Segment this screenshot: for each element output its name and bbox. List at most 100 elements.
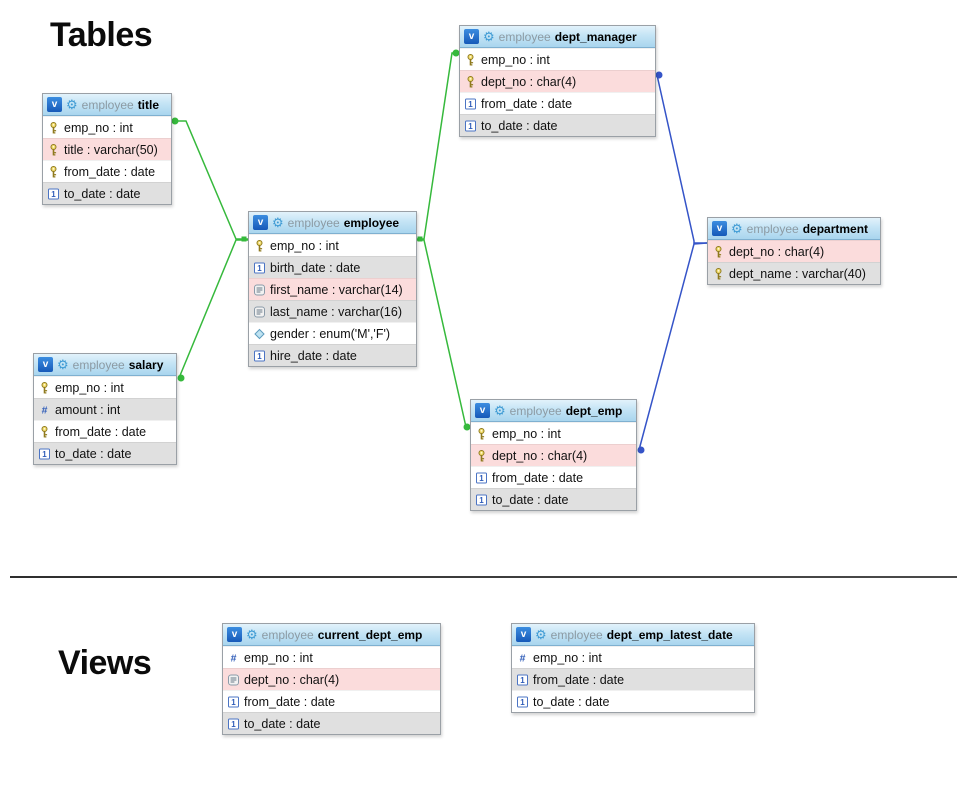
- column-row[interactable]: 1 to_date : date: [460, 114, 655, 136]
- date-icon: 1: [253, 262, 265, 274]
- number-icon: #: [38, 404, 50, 415]
- column-row[interactable]: dept_no : char(4): [471, 444, 636, 466]
- column-label: gender : enum('M','F'): [270, 326, 391, 341]
- views-heading: Views: [58, 644, 152, 682]
- gear-icon: ⚙: [483, 29, 495, 44]
- svg-text:1: 1: [51, 190, 56, 199]
- column-row[interactable]: from_date : date: [43, 160, 171, 182]
- column-row[interactable]: dept_no : char(4): [460, 70, 655, 92]
- text-icon: [227, 674, 239, 686]
- table-name: department: [802, 221, 869, 236]
- column-row[interactable]: gender : enum('M','F'): [249, 322, 416, 344]
- view-badge: v: [464, 29, 479, 44]
- column-row[interactable]: dept_no : char(4): [708, 240, 880, 262]
- relationship-line[interactable]: [656, 74, 707, 244]
- column-label: last_name : varchar(16): [270, 304, 403, 319]
- column-row[interactable]: dept_no : char(4): [223, 668, 440, 690]
- schema-label: employee: [746, 221, 799, 236]
- date-icon: 1: [227, 696, 239, 708]
- key-icon: [464, 53, 476, 66]
- gear-icon: ⚙: [246, 627, 258, 642]
- key-icon: [475, 449, 487, 462]
- key-icon: [253, 239, 265, 252]
- relationship-endpoint: [417, 236, 423, 242]
- schema-label: employee: [498, 29, 551, 44]
- svg-text:1: 1: [479, 496, 484, 505]
- svg-text:1: 1: [468, 122, 473, 131]
- relationship-line[interactable]: [173, 120, 248, 240]
- svg-text:1: 1: [468, 100, 473, 109]
- svg-text:1: 1: [257, 264, 262, 273]
- table-name: dept_emp_latest_date: [606, 627, 733, 642]
- column-label: from_date : date: [64, 164, 156, 179]
- column-row[interactable]: #emp_no : int: [223, 646, 440, 668]
- column-label: dept_no : char(4): [729, 244, 825, 259]
- relationship-endpoint: [241, 236, 247, 242]
- relationship-line[interactable]: [417, 239, 470, 428]
- column-label: first_name : varchar(14): [270, 282, 403, 297]
- column-row[interactable]: #amount : int: [34, 398, 176, 420]
- view-badge: v: [712, 221, 727, 236]
- column-label: emp_no : int: [481, 52, 550, 67]
- relationship-endpoint: [637, 446, 645, 454]
- column-row[interactable]: first_name : varchar(14): [249, 278, 416, 300]
- column-row[interactable]: dept_name : varchar(40): [708, 262, 880, 284]
- column-label: to_date : date: [481, 118, 558, 133]
- column-label: dept_name : varchar(40): [729, 266, 866, 281]
- column-row[interactable]: emp_no : int: [471, 422, 636, 444]
- relationship-line[interactable]: [638, 242, 708, 451]
- key-icon: [47, 121, 59, 134]
- column-label: emp_no : int: [270, 238, 339, 253]
- key-icon: [464, 75, 476, 88]
- date-icon: 1: [516, 696, 528, 708]
- key-icon: [38, 425, 50, 438]
- key-icon: [712, 267, 724, 280]
- column-row[interactable]: emp_no : int: [43, 116, 171, 138]
- column-label: from_date : date: [533, 672, 625, 687]
- relationship-line[interactable]: [178, 239, 248, 379]
- key-icon: [712, 245, 724, 258]
- column-row[interactable]: last_name : varchar(16): [249, 300, 416, 322]
- date-icon: 1: [464, 120, 476, 132]
- column-row[interactable]: from_date : date: [34, 420, 176, 442]
- column-row[interactable]: emp_no : int: [460, 48, 655, 70]
- column-row[interactable]: title : varchar(50): [43, 138, 171, 160]
- view-badge: v: [253, 215, 268, 230]
- column-label: dept_no : char(4): [492, 448, 588, 463]
- column-row[interactable]: #emp_no : int: [512, 646, 754, 668]
- relationship-line[interactable]: [417, 52, 459, 240]
- view-badge: v: [516, 627, 531, 642]
- schema-label: employee: [72, 357, 125, 372]
- schema-label: employee: [509, 403, 562, 418]
- column-row[interactable]: emp_no : int: [34, 376, 176, 398]
- column-row[interactable]: emp_no : int: [249, 234, 416, 256]
